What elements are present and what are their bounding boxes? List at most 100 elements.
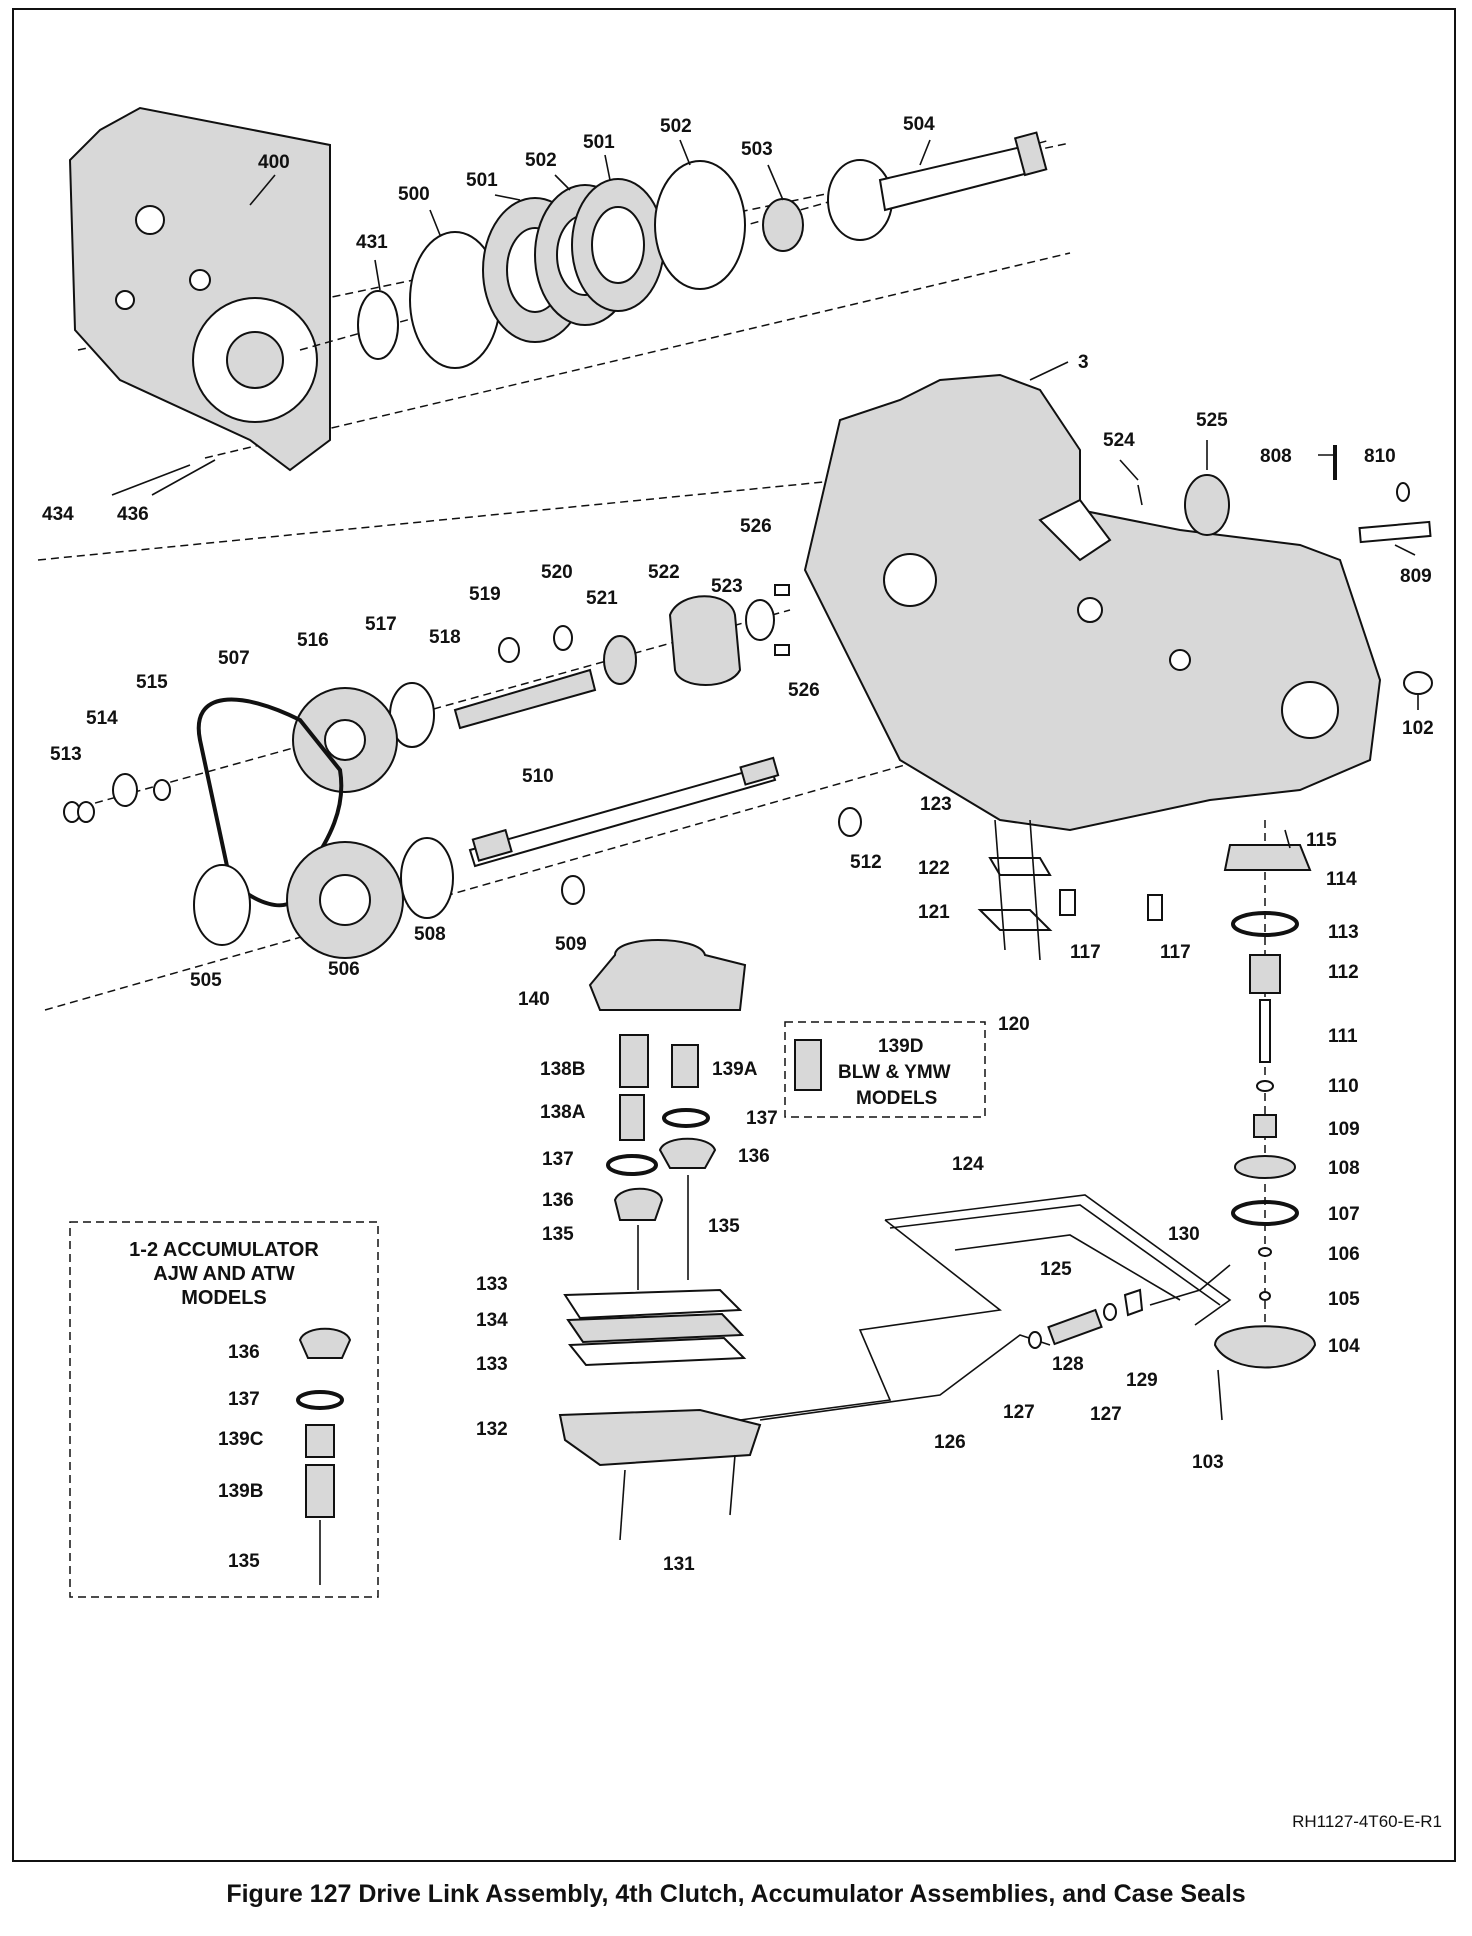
piston-136a (613, 1187, 664, 1221)
washer-110 (1256, 1080, 1274, 1092)
label-501a: 501 (466, 170, 498, 191)
washer-105 (1259, 1291, 1271, 1301)
top-section-outline (77, 142, 1071, 459)
inset-label-136: 136 (228, 1342, 260, 1363)
washer-505 (193, 864, 251, 946)
part-labels: 400 431 500 501 502 501 502 503 504 434 … (42, 114, 1434, 1575)
plug-117b (1147, 894, 1163, 921)
piston-108 (1234, 1155, 1296, 1179)
plate-132 (558, 1408, 762, 1467)
label-105: 105 (1328, 1289, 1360, 1310)
seal-137a (606, 1154, 658, 1176)
seal-525 (1184, 474, 1230, 536)
label-127a: 127 (1003, 1402, 1035, 1423)
label-517: 517 (365, 614, 397, 635)
springs-138-139 (619, 1034, 822, 1141)
label-127b: 127 (1090, 1404, 1122, 1425)
label-516: 516 (297, 630, 329, 651)
label-102: 102 (1402, 718, 1434, 739)
label-120: 120 (998, 1014, 1030, 1035)
label-138B: 138B (540, 1059, 585, 1080)
label-502a: 502 (525, 150, 557, 171)
label-112: 112 (1328, 962, 1359, 983)
plug-102 (1403, 671, 1433, 695)
label-131: 131 (663, 1554, 695, 1575)
accumulator-inset-labels: 1-2 ACCUMULATOR AJW AND ATW MODELS 136 1… (129, 1239, 319, 1572)
seal-113 (1231, 911, 1299, 937)
label-models-1: MODELS (856, 1088, 937, 1109)
inset-spring-139B (305, 1464, 335, 1518)
label-106: 106 (1328, 1244, 1360, 1265)
seal-137b (662, 1108, 710, 1128)
label-135a: 135 (542, 1224, 574, 1245)
seal-127a (1028, 1331, 1042, 1349)
thrust-508 (400, 837, 454, 919)
ring-509 (561, 875, 585, 905)
sleeve-522 (668, 595, 742, 686)
label-509: 509 (555, 934, 587, 955)
label-136a: 136 (542, 1190, 574, 1211)
label-502b: 502 (660, 116, 692, 137)
label-130: 130 (1168, 1224, 1200, 1245)
label-103: 103 (1192, 1452, 1224, 1473)
label-512: 512 (850, 852, 882, 873)
figure-caption: Figure 127 Drive Link Assembly, 4th Clut… (226, 1880, 1246, 1908)
label-508: 508 (414, 924, 446, 945)
accumulator-inset-box (69, 1221, 379, 1598)
label-524: 524 (1103, 430, 1135, 451)
label-515: 515 (136, 672, 168, 693)
label-115: 115 (1306, 830, 1337, 851)
plate-502b (654, 160, 746, 290)
label-125: 125 (1040, 1259, 1072, 1280)
shaft-504 (827, 131, 1048, 241)
label-436: 436 (117, 504, 149, 525)
label-505: 505 (190, 970, 222, 991)
label-526a: 526 (740, 516, 772, 537)
label-137a: 137 (542, 1149, 574, 1170)
label-128: 128 (1052, 1354, 1084, 1375)
inset-seal-137 (296, 1390, 344, 1410)
pin-526a (774, 584, 790, 596)
inset-title-3: MODELS (181, 1287, 267, 1309)
label-126: 126 (934, 1432, 966, 1453)
label-525: 525 (1196, 410, 1228, 431)
label-400: 400 (258, 152, 290, 173)
label-114: 114 (1326, 869, 1357, 890)
case-cover-400 (68, 106, 331, 472)
seal-431 (357, 290, 399, 360)
bearing-503 (762, 198, 804, 252)
label-500: 500 (398, 184, 430, 205)
label-520: 520 (541, 562, 573, 583)
label-808: 808 (1260, 446, 1292, 467)
shaft-510 (468, 763, 777, 868)
label-blw-ymw: BLW & YMW (838, 1062, 951, 1083)
label-510: 510 (522, 766, 554, 787)
label-133b: 133 (476, 1354, 508, 1375)
gaskets-121-123 (977, 819, 1053, 961)
label-117a: 117 (1070, 942, 1101, 963)
label-124: 124 (952, 1154, 984, 1175)
drive-axis (69, 609, 791, 811)
inset-label-137: 137 (228, 1389, 260, 1410)
inset-piston-136 (298, 1327, 352, 1359)
cover-114 (1223, 844, 1312, 871)
label-136b: 136 (738, 1146, 770, 1167)
shaft-518 (453, 668, 597, 730)
inset-label-139C: 139C (218, 1429, 264, 1450)
tube-130 (1149, 1264, 1231, 1306)
spring-109 (1253, 1114, 1277, 1138)
plug-117a (1059, 889, 1076, 916)
label-514: 514 (86, 708, 118, 729)
bolt-103 (1217, 1369, 1223, 1421)
ring-515 (153, 779, 171, 801)
label-111: 111 (1328, 1026, 1358, 1047)
label-133a: 133 (476, 1274, 508, 1295)
label-139D: 139D (878, 1036, 923, 1057)
label-504: 504 (903, 114, 935, 135)
label-522: 522 (648, 562, 680, 583)
label-110: 110 (1328, 1076, 1359, 1097)
chain-507 (196, 697, 344, 908)
label-122: 122 (918, 858, 950, 879)
leader-lines (111, 139, 1419, 710)
label-109: 109 (1328, 1119, 1360, 1140)
